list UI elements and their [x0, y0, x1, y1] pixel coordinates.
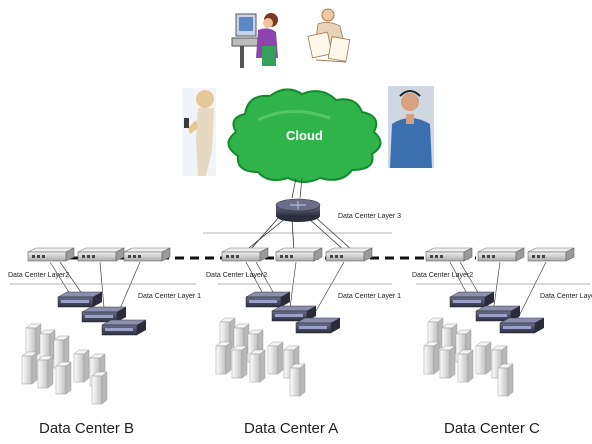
cloud-label: Cloud: [286, 128, 323, 143]
man-with-headset-icon: [388, 86, 434, 168]
data-center-b: [10, 247, 196, 405]
server-rack: [21, 323, 108, 405]
layer1-label-a: Data Center Layer 1: [338, 293, 401, 300]
layer2-switches: [425, 247, 575, 262]
layer1-routers: [245, 291, 341, 334]
layer3-to-layer2-links: [243, 215, 353, 253]
data-center-a: [215, 247, 392, 397]
layer1-label-c: Data Center Layer 1: [540, 293, 592, 300]
layer1-routers: [57, 291, 147, 336]
layer2-label-b: Data Center Layer2: [8, 272, 69, 279]
server-rack: [423, 317, 514, 397]
layer2-label-a: Data Center Layer2: [206, 272, 267, 279]
person-with-phone-icon: [182, 88, 216, 176]
woman-at-computer-icon: [231, 13, 278, 68]
man-with-documents-icon: [307, 8, 351, 63]
layer3-label: Data Center Layer 3: [338, 213, 401, 220]
layer3-router: [275, 198, 321, 222]
data-center-a-label: Data Center A: [244, 420, 339, 437]
layer2-switches: [27, 247, 171, 262]
cloud-links: [291, 177, 303, 199]
data-center-c: [416, 247, 590, 397]
layer2-label-c: Data Center Layer2: [412, 272, 473, 279]
data-center-b-label: Data Center B: [39, 420, 135, 437]
server-rack: [215, 317, 306, 397]
data-center-c-label: Data Center C: [444, 420, 540, 437]
layer2-switches: [221, 247, 373, 262]
layer1-label-b: Data Center Layer 1: [138, 293, 201, 300]
layer1-routers: [449, 291, 545, 334]
cloud: Cloud: [227, 88, 382, 183]
